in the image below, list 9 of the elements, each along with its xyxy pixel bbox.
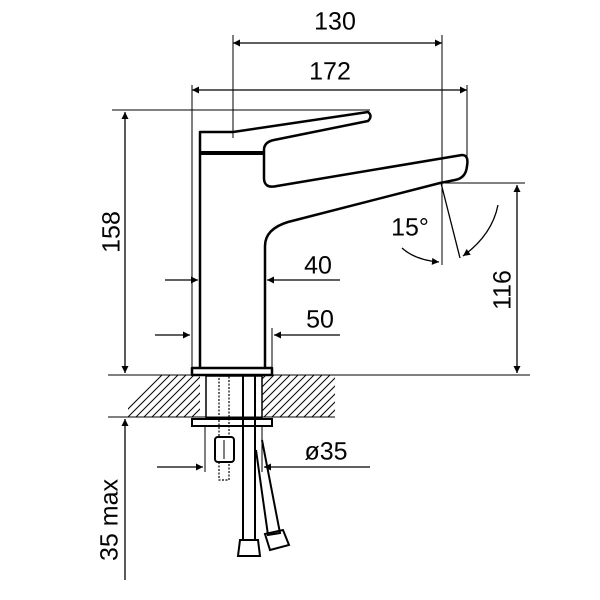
dimension-label: ø35 — [304, 440, 348, 464]
dimension-label: 158 — [100, 211, 124, 253]
dimension-label: 172 — [309, 60, 351, 84]
dimension-label: 130 — [314, 10, 356, 34]
dimension-label: 15° — [391, 216, 429, 240]
dimension-label: 35 max — [98, 479, 122, 561]
dimension-label: 50 — [306, 308, 334, 332]
dimension-label: 116 — [490, 270, 516, 310]
dimension-label: 40 — [304, 254, 332, 278]
